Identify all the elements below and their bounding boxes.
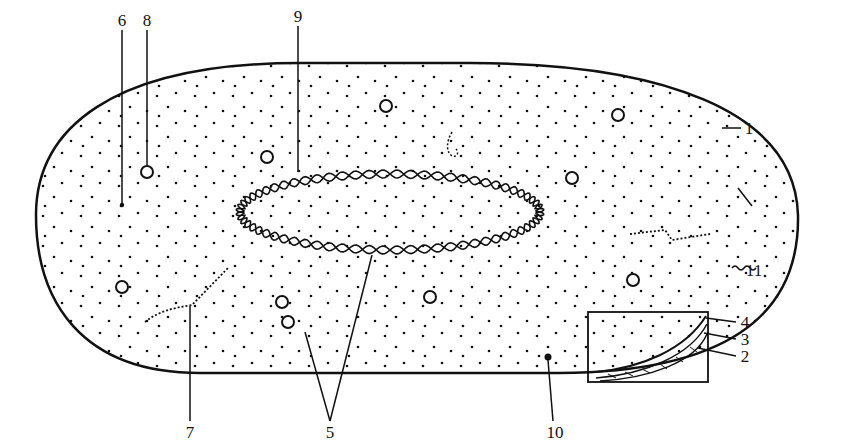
callout-number: 6: [118, 12, 127, 29]
callout-number: 7: [186, 424, 195, 441]
dotted-strand: [630, 230, 710, 240]
callout-number: 4: [741, 314, 750, 331]
leader-lines: [122, 26, 741, 421]
callout-number: 2: [741, 348, 750, 365]
callout-number: 3: [741, 331, 750, 348]
inset-box: [588, 312, 708, 382]
callout-number: 1: [745, 120, 754, 137]
callout-number: 5: [326, 424, 335, 441]
callout-number: 9: [294, 8, 303, 25]
dna-strand: [236, 170, 543, 254]
inclusions: [116, 100, 639, 328]
squiggle: [448, 132, 458, 156]
cell-outline: [36, 63, 798, 373]
pilus: [738, 188, 752, 206]
cell-wall-layers: [596, 316, 707, 381]
nucleoid: [236, 170, 543, 254]
dna-strand: [236, 170, 543, 254]
granule-dot: [120, 203, 124, 207]
callout-number: 8: [143, 12, 152, 29]
mesosome-dot: [545, 354, 552, 361]
dotted-strand: [145, 268, 228, 322]
callout-number: 11: [746, 262, 762, 279]
callout-number: 10: [547, 424, 564, 441]
